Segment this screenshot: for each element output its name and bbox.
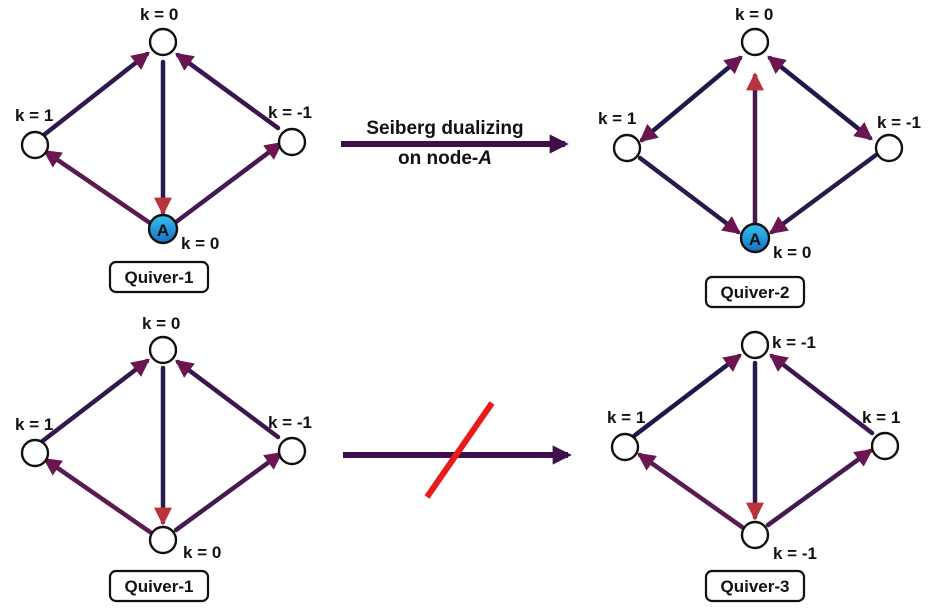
node-bottom xyxy=(148,525,178,555)
quiver-1-bottom: k = 0 k = 1 k = -1 k = 0 Quiver-1 xyxy=(15,314,312,603)
quiver-2-top: A k = 0 k = 1 k = -1 k = 0 Quiver-2 xyxy=(598,5,921,309)
red-slash xyxy=(424,401,495,499)
edge-right-to-top xyxy=(175,359,281,440)
node-top xyxy=(148,335,178,365)
edge-right-to-bottom xyxy=(769,152,879,235)
k-label-left: k = 1 xyxy=(598,109,636,128)
edge-bottom-to-left xyxy=(43,457,153,535)
quiver-1-top: A k = 0 k = 1 k = -1 k = 0 Quiver-1 xyxy=(15,5,312,294)
edge-left-to-top xyxy=(639,55,743,143)
node-left xyxy=(20,130,50,160)
node-a xyxy=(147,213,179,245)
k-label-bottom: k = -1 xyxy=(773,544,817,563)
node-left xyxy=(20,438,50,468)
node-right xyxy=(874,133,904,163)
quiver-label: Quiver-1 xyxy=(125,577,194,596)
no-duality-transition xyxy=(343,401,572,499)
node-right xyxy=(870,431,900,461)
node-a xyxy=(739,222,771,254)
node-right xyxy=(277,127,307,157)
node-top xyxy=(148,27,178,57)
k-label-right: k = -1 xyxy=(268,413,312,432)
quiver-label-box xyxy=(704,275,806,309)
node-top xyxy=(740,330,770,360)
transition-node: A xyxy=(477,148,492,169)
k-label-bottom: k = 0 xyxy=(183,543,221,562)
k-label-top: k = 0 xyxy=(142,314,180,333)
edge-left-to-top xyxy=(37,358,150,446)
node-bottom xyxy=(740,520,770,550)
edge-bottom-to-left xyxy=(637,452,745,530)
k-label-right: k = 1 xyxy=(862,408,900,427)
k-label-right: k = -1 xyxy=(268,103,312,122)
node-top xyxy=(740,27,770,57)
node-a-mark: A xyxy=(157,221,169,240)
k-label-top: k = -1 xyxy=(772,333,816,352)
node-left xyxy=(612,133,642,163)
node-right xyxy=(277,436,307,466)
edge-left-to-bottom xyxy=(637,155,741,235)
edge-bottom-to-right xyxy=(173,141,283,225)
transition-line-2: on node-A xyxy=(398,148,492,169)
k-label-bottom: k = 0 xyxy=(181,234,219,253)
quiver-label: Quiver-1 xyxy=(125,268,194,287)
edge-bottom-to-right xyxy=(173,451,283,533)
k-label-right: k = -1 xyxy=(877,113,921,132)
edge-left-to-top xyxy=(37,51,150,141)
edge-right-to-top xyxy=(175,52,281,131)
k-label-top: k = 0 xyxy=(140,5,178,24)
transition-line-2-prefix: on node- xyxy=(398,148,478,169)
edge-left-to-top xyxy=(631,353,742,439)
quiver-label-box xyxy=(704,569,806,603)
edge-right-to-top xyxy=(769,353,875,436)
transition-line-1: Seiberg dualizing xyxy=(366,118,523,139)
node-a-mark: A xyxy=(749,230,761,249)
k-label-top: k = 0 xyxy=(735,5,773,24)
k-label-left: k = 1 xyxy=(15,415,53,434)
k-label-left: k = 1 xyxy=(15,106,53,125)
k-label-left: k = 1 xyxy=(607,408,645,427)
edge-bottom-to-right xyxy=(765,448,873,528)
quiver-label-box xyxy=(108,569,210,603)
edge-bottom-to-left xyxy=(43,149,153,226)
quiver-label: Quiver-2 xyxy=(721,283,790,302)
quiver-label-box xyxy=(108,260,210,294)
node-left xyxy=(610,432,640,462)
seiberg-transition: Seiberg dualizing on node-A xyxy=(341,118,569,169)
edge-right-to-top xyxy=(767,55,873,141)
k-label-bottom: k = 0 xyxy=(773,243,811,262)
quiver-3-bottom: k = -1 k = 1 k = 1 k = -1 Quiver-3 xyxy=(607,330,900,603)
quiver-label: Quiver-3 xyxy=(721,577,790,596)
